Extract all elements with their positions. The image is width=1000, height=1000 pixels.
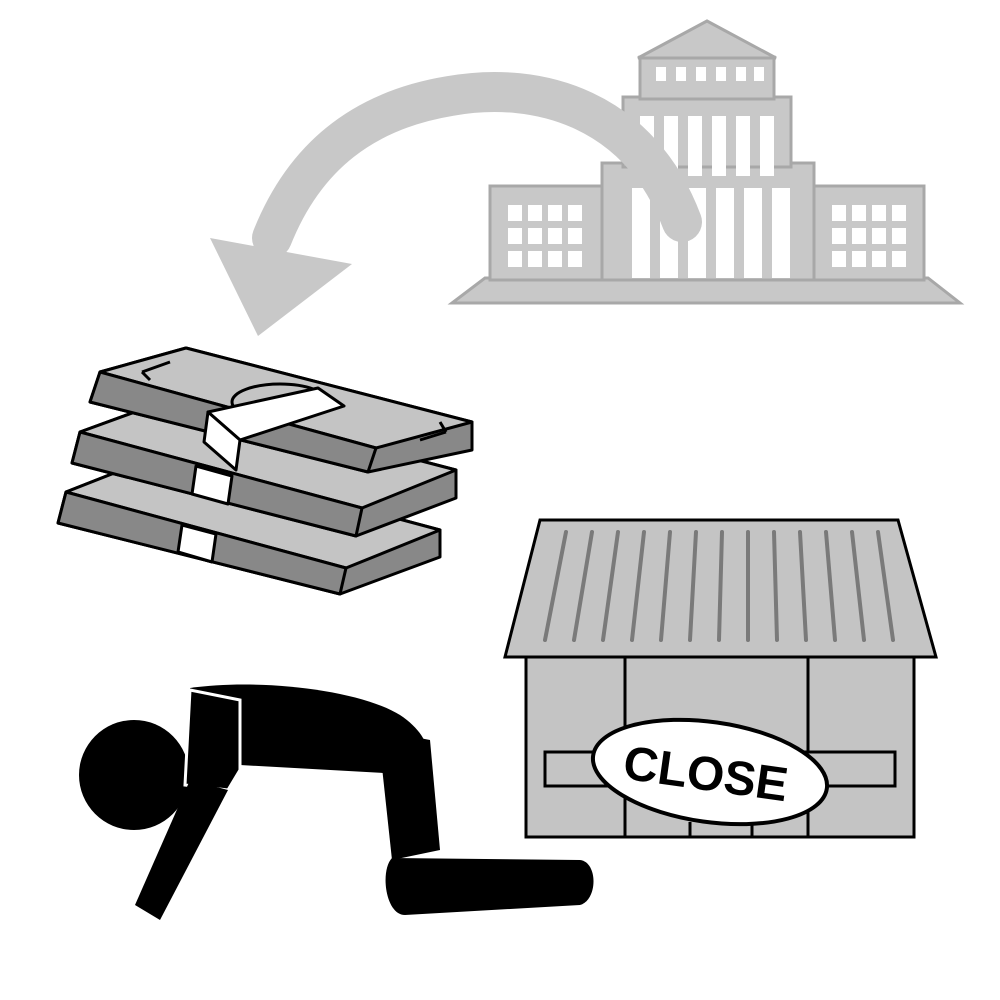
money-bundle-middle bbox=[70, 395, 458, 538]
money-bundle-top bbox=[88, 346, 474, 474]
roof-stripes bbox=[543, 530, 895, 642]
closed-shop-icon bbox=[503, 518, 938, 839]
government-building-icon bbox=[447, 19, 965, 305]
curved-arrow-icon bbox=[210, 72, 702, 336]
kneeling-person-icon bbox=[79, 684, 594, 920]
close-sign bbox=[590, 717, 830, 827]
money-stack-icon bbox=[56, 346, 474, 596]
